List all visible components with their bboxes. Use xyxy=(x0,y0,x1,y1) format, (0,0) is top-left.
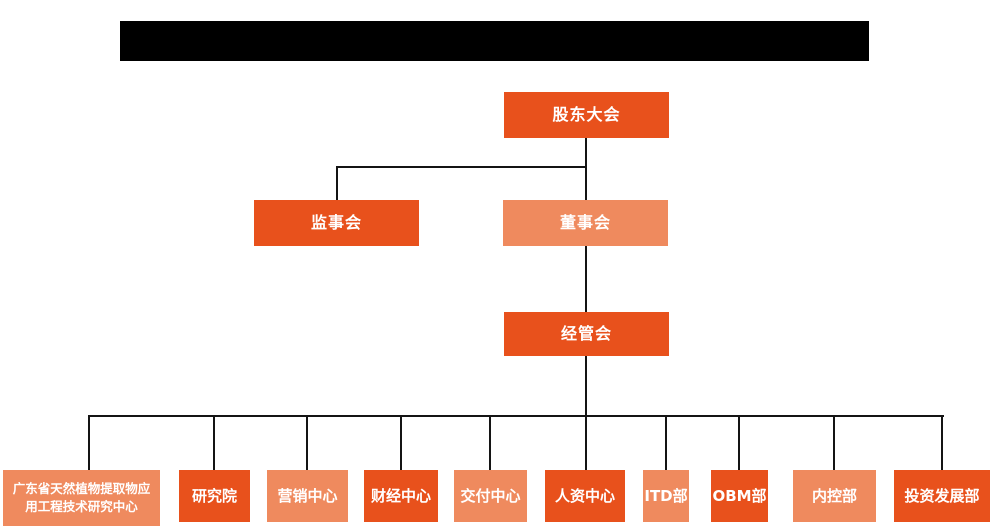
org-node-department-obm: OBM部 xyxy=(711,470,768,522)
org-node-department-finance-center: 财经中心 xyxy=(364,470,438,522)
org-node-supervisory-board: 监事会 xyxy=(254,200,419,246)
connector-dept-drop-3 xyxy=(306,415,308,470)
connector-dept-drop-7 xyxy=(665,415,667,470)
redacted-title-bar xyxy=(120,21,869,61)
connector-supervisory-drop xyxy=(336,166,338,200)
connector-dept-drop-6 xyxy=(585,415,587,470)
connector-shareholders-down xyxy=(585,138,587,200)
org-node-department-internal-control: 内控部 xyxy=(793,470,876,522)
org-node-department-hr-center: 人资中心 xyxy=(545,470,625,522)
connector-board-to-management xyxy=(585,246,587,312)
org-node-department-itd: ITD部 xyxy=(643,470,689,522)
connector-dept-drop-4 xyxy=(400,415,402,470)
connector-dept-drop-10 xyxy=(941,415,943,470)
connector-dept-drop-5 xyxy=(489,415,491,470)
org-node-department-marketing-center: 营销中心 xyxy=(267,470,348,522)
org-node-department-research-center: 广东省天然植物提取物应用工程技术研究中心 xyxy=(3,470,160,526)
org-node-department-investment-development: 投资发展部 xyxy=(894,470,990,522)
org-node-department-research-institute: 研究院 xyxy=(179,470,250,522)
org-node-management-committee: 经管会 xyxy=(504,312,669,356)
connector-management-down xyxy=(585,356,587,416)
connector-dept-drop-9 xyxy=(833,415,835,470)
connector-dept-drop-1 xyxy=(88,415,90,470)
connector-departments-horizontal xyxy=(88,415,944,417)
org-node-department-delivery-center: 交付中心 xyxy=(454,470,527,522)
connector-level2-horizontal xyxy=(336,166,587,168)
connector-dept-drop-2 xyxy=(213,415,215,470)
org-node-board-of-directors: 董事会 xyxy=(503,200,668,246)
org-node-shareholders-meeting: 股东大会 xyxy=(504,92,669,138)
connector-dept-drop-8 xyxy=(738,415,740,470)
